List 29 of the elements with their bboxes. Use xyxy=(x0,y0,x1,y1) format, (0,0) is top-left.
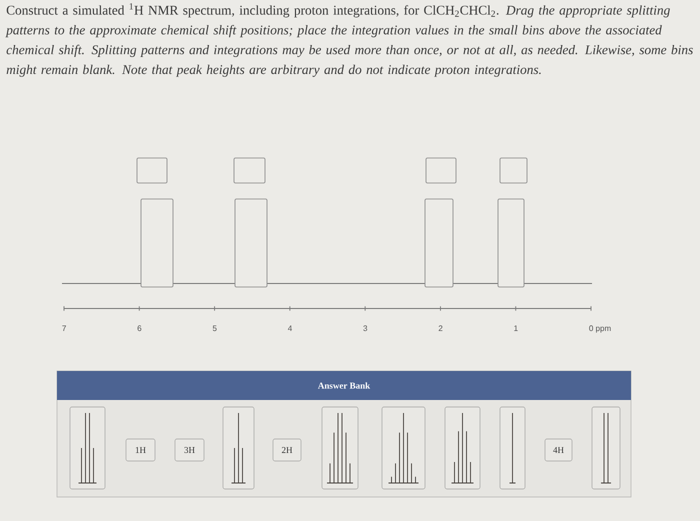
pattern-tile xyxy=(70,406,106,490)
answer-box xyxy=(500,158,528,184)
answer-box xyxy=(234,198,268,288)
pattern-tile xyxy=(322,406,358,490)
pattern-tile xyxy=(500,406,526,490)
tick-label: 0 ppm xyxy=(589,325,611,333)
pattern-tile xyxy=(222,406,254,490)
answer-box xyxy=(136,158,168,184)
tick-label: 7 xyxy=(62,326,66,331)
tick-label: 6 xyxy=(138,325,142,332)
answer-box xyxy=(234,158,266,184)
answer-box xyxy=(498,198,524,288)
tick-label: 4 xyxy=(288,326,292,331)
integration-tile: 4H xyxy=(544,438,572,462)
tick-label: 2 xyxy=(438,325,442,331)
integration-tile: 3H xyxy=(174,438,204,462)
pattern-tile xyxy=(444,406,480,490)
integration-tile: 2H xyxy=(272,438,302,462)
question-text: Construct a simulated $^{1}$H NMR spectrum, including proton integrations, for ClCH$_{2}$CHCl$_{2}$. Drag the appropriate splitting patterns to the approximate chemical shift positions; place the integration values in the small bins above the associated chemical shift. Splitting patterns and integrations may be used more than once, or not at all, as needed. Likewise, some bins might remain blank. Note that peak heights are arbitrary and do not indicate proton integrations. xyxy=(5,3,693,77)
pattern-tile xyxy=(592,406,620,490)
tick-label: 5 xyxy=(212,326,217,332)
tick-label: 1 xyxy=(514,326,518,331)
answer-box xyxy=(140,198,174,288)
panel-header: Answer Bank xyxy=(57,371,632,400)
tick-label: 3 xyxy=(363,325,368,332)
integration-tile: 1H xyxy=(126,438,156,462)
pattern-tile xyxy=(382,406,426,490)
answer-box xyxy=(424,198,454,288)
answer-box xyxy=(426,158,456,184)
